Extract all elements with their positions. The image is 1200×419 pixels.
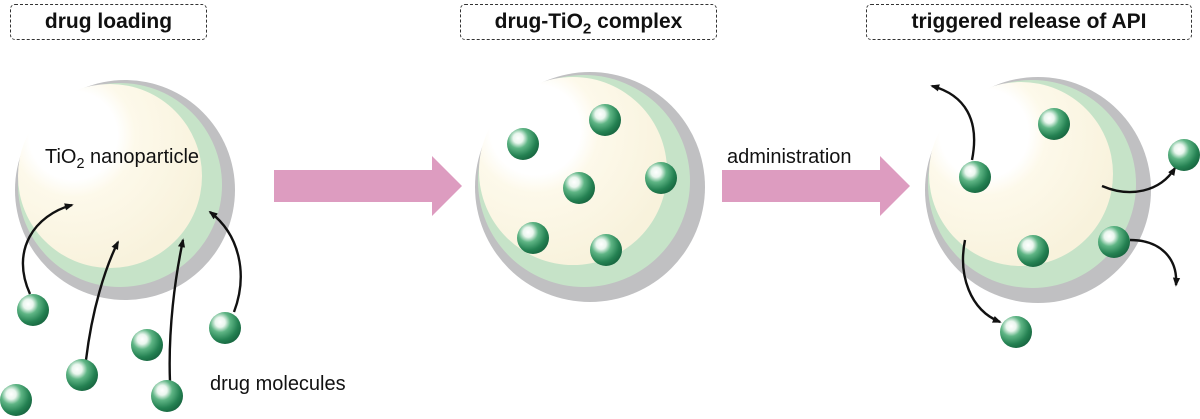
drug-molecule bbox=[66, 359, 98, 391]
drug-molecule bbox=[17, 294, 49, 326]
stage-title-complex-suffix: complex bbox=[591, 10, 683, 33]
drug-molecule bbox=[589, 104, 621, 136]
drug-molecule bbox=[1000, 316, 1032, 348]
drug-molecule bbox=[1168, 139, 1200, 171]
nanoparticle-loading bbox=[15, 80, 235, 300]
stage-title-complex-prefix: drug-TiO bbox=[494, 10, 583, 33]
loading-arrow-1 bbox=[21, 203, 74, 295]
drug-molecule bbox=[209, 312, 241, 344]
drug-molecule bbox=[590, 234, 622, 266]
drug-molecules bbox=[0, 104, 1200, 416]
drug-molecule bbox=[563, 172, 595, 204]
release-arrow-1 bbox=[930, 84, 976, 161]
cream-core bbox=[479, 77, 667, 265]
drug-molecule bbox=[645, 162, 677, 194]
stage-title-loading: drug loading bbox=[10, 4, 207, 40]
drug-molecule bbox=[1098, 226, 1130, 258]
drug-molecules-label: drug molecules bbox=[210, 373, 346, 395]
stage-title-release: triggered release of API bbox=[866, 4, 1192, 40]
pink-arrow-2 bbox=[722, 156, 910, 216]
drug-molecule bbox=[1038, 108, 1070, 140]
loading-arrows bbox=[21, 203, 242, 383]
nanoparticle-label: TiO2 nanoparticle bbox=[45, 146, 200, 173]
drug-molecule bbox=[0, 384, 32, 416]
stage-title-loading-text: drug loading bbox=[44, 10, 173, 33]
drug-molecule bbox=[507, 128, 539, 160]
cream-core bbox=[18, 84, 202, 268]
stage-title-complex: drug-TiO2 complex bbox=[460, 4, 717, 40]
release-arrow-2 bbox=[1101, 166, 1177, 194]
loading-arrow-4 bbox=[208, 210, 242, 313]
drug-molecule bbox=[151, 380, 183, 412]
release-arrow-3 bbox=[1129, 238, 1181, 287]
nanoparticle-label-suffix: nanoparticle bbox=[84, 146, 200, 168]
stage-title-complex-text: drug-TiO2 complex bbox=[494, 10, 683, 38]
release-arrows bbox=[930, 84, 1181, 324]
loading-arrow-2 bbox=[84, 240, 120, 361]
nanoparticle-label-prefix: TiO bbox=[45, 146, 77, 168]
loading-arrow-3 bbox=[168, 238, 186, 383]
drug-molecule bbox=[131, 329, 163, 361]
stage-title-release-text: triggered release of API bbox=[911, 10, 1147, 33]
administration-label: administration bbox=[727, 146, 852, 168]
pink-arrow-1 bbox=[274, 156, 462, 216]
stage-title-complex-sub: 2 bbox=[582, 20, 592, 38]
drug-molecule bbox=[1017, 235, 1049, 267]
drug-molecule bbox=[959, 161, 991, 193]
release-arrow-4 bbox=[961, 239, 1002, 324]
nanoparticle-label-sub: 2 bbox=[76, 156, 85, 173]
drug-molecule bbox=[517, 222, 549, 254]
cream-core bbox=[929, 82, 1113, 266]
